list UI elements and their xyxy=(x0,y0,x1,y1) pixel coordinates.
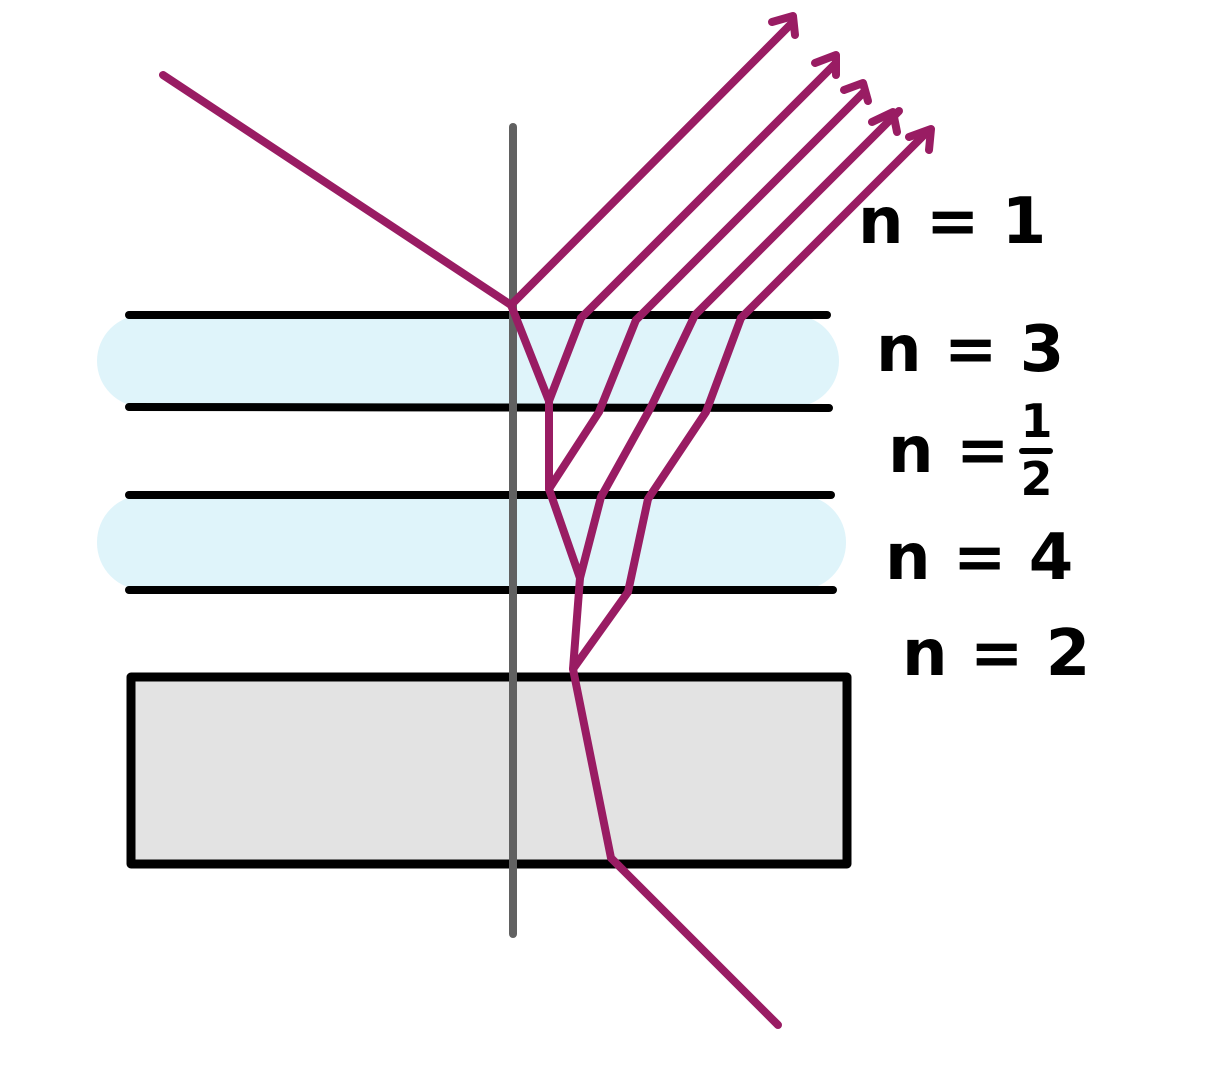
arrowhead-1-icon xyxy=(768,12,799,39)
label-n-bottom: n = 2 xyxy=(902,617,1091,691)
label-n-gap-numerator: 1 xyxy=(1020,394,1053,448)
label-n-gap-denominator: 2 xyxy=(1020,451,1053,506)
label-n-gap-prefix: n = xyxy=(888,413,1010,488)
reflected-ray-3 xyxy=(632,89,867,324)
arrowhead-3-icon xyxy=(840,79,872,105)
arrowhead-2-icon xyxy=(811,51,840,79)
internal-reflection-2 xyxy=(545,316,640,493)
layer-n3-fill xyxy=(97,315,839,407)
label-n-gap: n = 1 2 xyxy=(888,394,1054,506)
light-rays xyxy=(159,12,935,1029)
label-n-layer1: n = 3 xyxy=(876,313,1065,387)
reflected-ray-2 xyxy=(577,59,840,322)
interface-lines xyxy=(125,311,837,594)
reflected-ray-1 xyxy=(507,18,797,309)
internal-reflection-1 xyxy=(545,314,585,405)
label-n-layer2: n = 4 xyxy=(885,521,1074,595)
incident-ray xyxy=(159,71,515,309)
internal-reflection-4 xyxy=(569,314,745,673)
internal-reflection-3 xyxy=(576,311,699,582)
reflected-ray-4 xyxy=(691,107,903,319)
label-n-top: n = 1 xyxy=(858,185,1047,259)
layer-n4-fill xyxy=(97,495,846,590)
interface-line-2 xyxy=(125,403,833,412)
slab-n2 xyxy=(126,672,852,869)
arrowhead-4-icon xyxy=(868,108,901,136)
arrowhead-5-icon xyxy=(905,125,935,154)
reflected-ray-5 xyxy=(737,127,932,322)
label-n-gap-fraction: 1 2 xyxy=(1019,394,1054,506)
fraction-bar xyxy=(1019,447,1054,454)
